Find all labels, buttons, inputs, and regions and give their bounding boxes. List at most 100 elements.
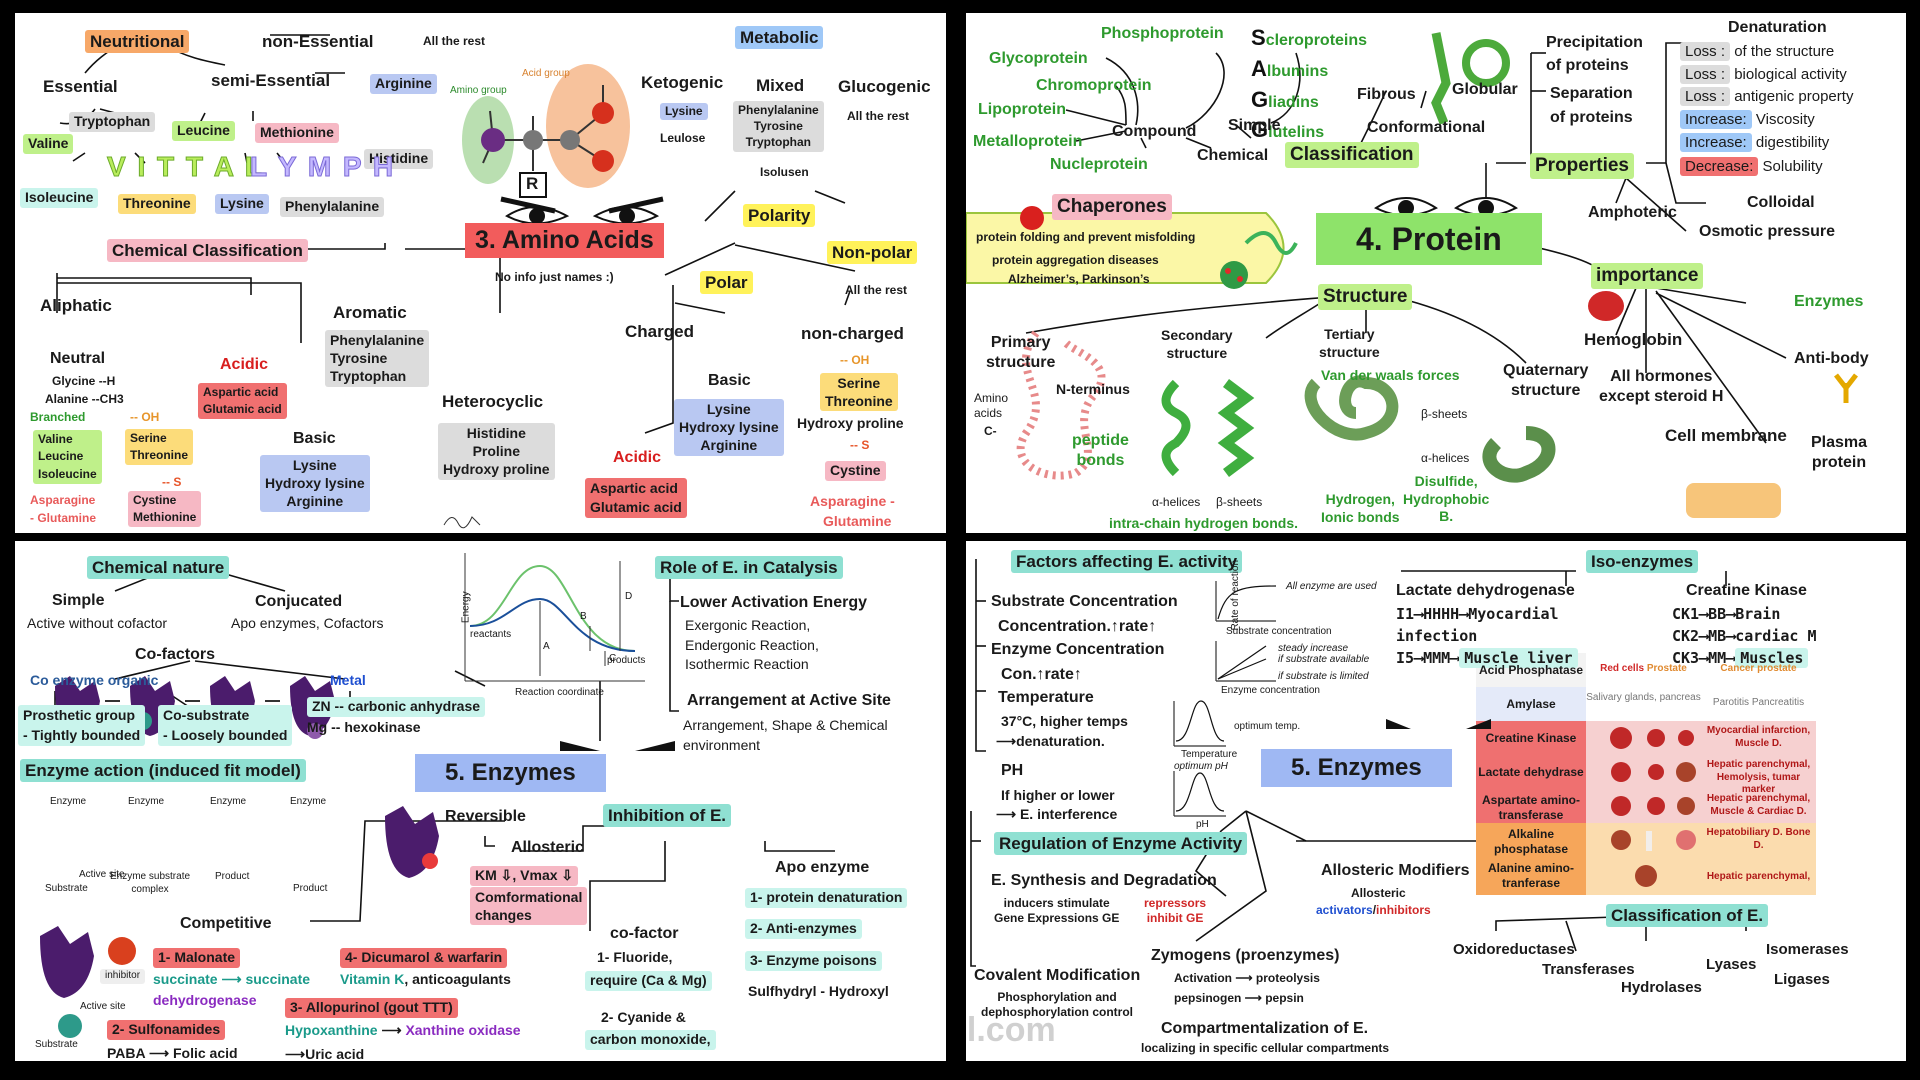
- regulation-label: Regulation of Enzyme Activity: [994, 832, 1248, 856]
- glucogenic-label: Glucogenic: [838, 77, 931, 96]
- fig-active-site: Active site: [79, 869, 125, 880]
- fig-enzyme-2: Enzyme: [128, 796, 165, 807]
- table-row-disease: Hepatic parenchymal, Muscle & Cardiac D.: [1706, 793, 1811, 817]
- metal-label: Metal: [330, 672, 366, 688]
- activation-label: Activation ⟶ proteolysis: [1174, 971, 1320, 985]
- valine-tag: Valine: [23, 134, 74, 154]
- km-vmax-label: KM ⇩, Vmax ⇩: [470, 866, 579, 886]
- antibody-icon: [1834, 373, 1858, 403]
- table-row-enzyme: Creatine Kinase: [1485, 731, 1577, 745]
- glycoprotein-label: Glycoprotein: [989, 50, 1088, 67]
- role-catalysis-label: Role of E. in Catalysis: [655, 556, 843, 580]
- noncharged-label: non-charged: [801, 324, 904, 343]
- prosthetic-group: Prosthetic group- Tightly bounded: [18, 705, 146, 747]
- protein-connector-lines: [966, 32, 1858, 518]
- r-group-label: R: [526, 174, 539, 193]
- substrate-2: Substrate: [35, 1039, 78, 1050]
- mixed-label: Mixed: [756, 76, 805, 95]
- class-transferases: Transferases: [1542, 961, 1635, 978]
- amino-connector-lines: [56, 34, 856, 434]
- hydrogen-ionic-label: Hydrogen,Ionic bonds: [1321, 491, 1400, 525]
- ld-iso-list: I1⟶HHHH⟶Myocardial infection I5⟶MMM⟶Musc…: [1396, 604, 1578, 669]
- allosteric-word: Allosteric: [1351, 886, 1406, 900]
- paba-reaction: PABA ⟶ Folic acid: [107, 1045, 238, 1061]
- precipitation-label: Precipitation: [1546, 34, 1643, 51]
- amino-acids-panel: Neutritional non-Essential All the rest …: [15, 13, 946, 533]
- acid-group-label: Acid group: [522, 68, 570, 79]
- non-essential-label: non-Essential: [262, 32, 374, 51]
- graph-b: B: [580, 611, 587, 622]
- enzymes-title-right: 5. Enzymes: [1261, 749, 1452, 787]
- ld-label: Lactate dehydrogenase: [1396, 582, 1575, 599]
- class-ligases: Ligases: [1774, 971, 1830, 988]
- mixed-isolusen: Isolusen: [760, 165, 809, 179]
- importance-label: importance: [1591, 263, 1704, 289]
- enzymes-right-panel: Factors affecting E. activity Substrate …: [966, 541, 1906, 1061]
- beta-sheets-label: β-sheets: [1216, 495, 1263, 509]
- synthesis-label: E. Synthesis and Degradation: [991, 872, 1217, 889]
- denaturation-label: Denaturation: [1728, 19, 1827, 36]
- lower-activation-list: Exergonic Reaction,Endergonic Reaction,I…: [685, 617, 819, 673]
- nucleprotein-label: Nucleprotein: [1050, 156, 1148, 173]
- graph3-x: Temperature: [1181, 749, 1238, 760]
- table-row-enzyme: Alkaline phosphatase: [1493, 827, 1568, 856]
- table-row-disease: Hepatic parenchymal, Hemolysis, tumar ma…: [1706, 759, 1811, 795]
- amino-acids-title: 3. Amino Acids: [465, 223, 664, 259]
- protein-title: 4. Protein: [1316, 213, 1542, 265]
- cofactors-label: Co-factors: [135, 646, 216, 663]
- s-group-label: -- S: [162, 475, 182, 489]
- nutritional-label: Neutritional: [85, 30, 190, 54]
- glutamine-label: - Glutamine: [30, 511, 97, 525]
- carbon-monoxide-label: carbon monoxide,: [585, 1030, 716, 1050]
- chaperone-line-1: protein folding and prevent misfolding: [976, 230, 1196, 244]
- globular-label: Globular: [1452, 81, 1518, 98]
- xanthine-reaction: Hypoxanthine ⟶ Xanthine oxidase: [285, 1022, 521, 1038]
- s2-label: -- S: [850, 438, 870, 452]
- table-row-source: Red cells Prostate: [1600, 663, 1687, 674]
- class-lyases: Lyases: [1706, 956, 1757, 973]
- amino-group-label: Amino group: [450, 85, 507, 96]
- beta-sheets-tertiary: β-sheets: [1421, 407, 1468, 421]
- arginine-tag: Arginine: [370, 74, 437, 94]
- oh-group-label: -- OH: [130, 410, 160, 424]
- class-hydrolases: Hydrolases: [1621, 979, 1702, 996]
- substrate-rate: Concentration.↑rate↑: [998, 618, 1157, 635]
- zymogens-label: Zymogens (proenzymes): [1151, 947, 1340, 964]
- inhibitor-label: inhibitor: [100, 969, 146, 984]
- cosubstrate-group: Co-substrate- Loosely bounded: [158, 705, 293, 747]
- intra-chain-label: intra-chain hydrogen bonds.: [1109, 515, 1299, 531]
- aromatic-label: Aromatic: [333, 303, 407, 322]
- activation-energy-graph: [464, 553, 645, 682]
- cofactor-label: co-factor: [610, 925, 679, 942]
- temp-denaturation: ⟶denaturation.: [996, 733, 1105, 749]
- n-terminus-label: N-terminus: [1056, 381, 1130, 397]
- conformational-label: Conformational: [1367, 119, 1486, 136]
- temperature-label: Temperature: [998, 689, 1094, 706]
- table-row-source: Salivary glands, pancreas: [1586, 692, 1701, 703]
- acidic2-label: Acidic: [613, 449, 662, 466]
- classification-label-enzymes: Classification of E.: [1606, 904, 1769, 928]
- asparagine-label: Asparagine: [30, 493, 96, 507]
- lysine-tag: Lysine: [215, 194, 269, 214]
- fig-product-2: Product: [293, 883, 328, 894]
- simple-enzyme-desc: Active without cofactor: [27, 615, 168, 631]
- fig-product: Product: [215, 871, 250, 882]
- inhibition-label: Inhibition of E.: [603, 804, 732, 828]
- apo-enzyme-label: Apo enzyme: [775, 859, 870, 876]
- methionine-tag: Methionine: [255, 123, 339, 143]
- ck-label: Creatine Kinase: [1686, 582, 1807, 599]
- acidic-label: Acidic: [220, 356, 269, 373]
- vitamin-k-line: Vitamin K, anticoagulants: [340, 971, 511, 987]
